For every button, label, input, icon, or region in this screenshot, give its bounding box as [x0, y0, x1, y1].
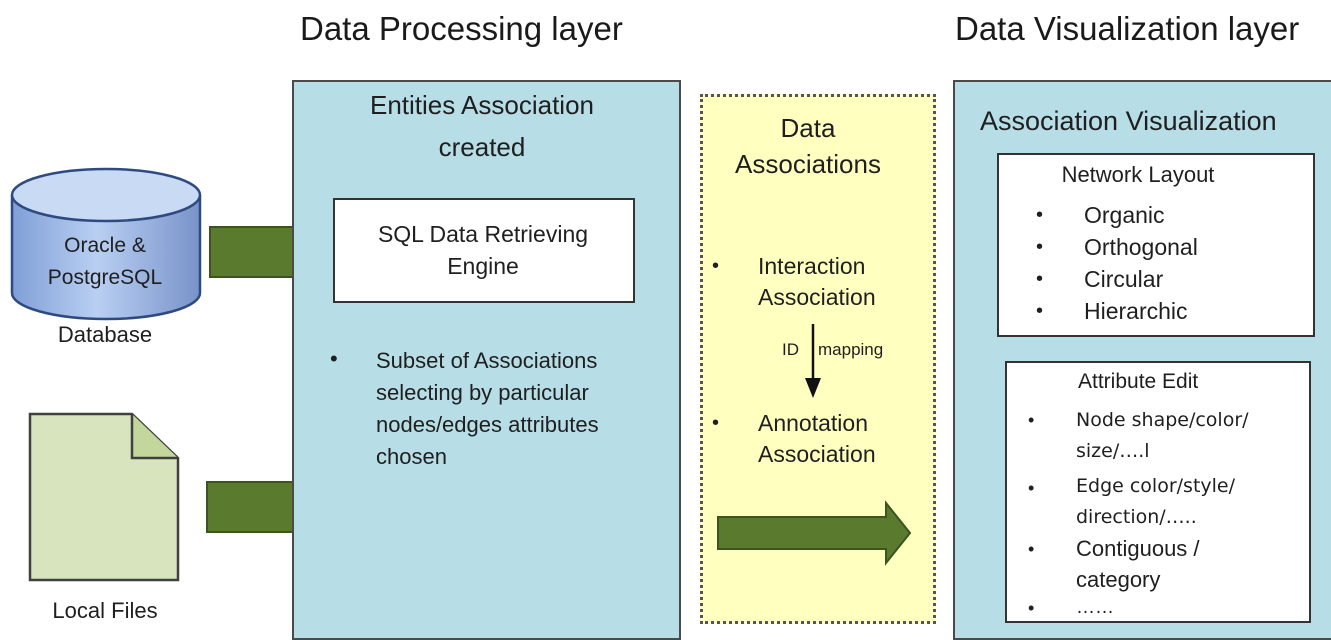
sql-engine-box [333, 198, 635, 303]
bullet-dot: • [1036, 236, 1044, 258]
layout-option: Orthogonal [1084, 234, 1198, 260]
bullet-dot: • [712, 255, 720, 277]
arrow-down-icon [805, 324, 821, 398]
database-label: Oracle & PostgreSQL [47, 234, 163, 289]
list-item: • Hierarchic [1036, 295, 1296, 327]
bullet-dot: • [1028, 539, 1035, 559]
attribute-option: …… [1076, 597, 1114, 618]
database-cylinder-icon [10, 167, 202, 321]
visualization-layer-title: Data Visualization layer [955, 10, 1300, 47]
bullet-dot: • [1036, 204, 1044, 226]
attribute-option: Node shape/color/ size/….l [1076, 409, 1249, 462]
attribute-edit-title: Attribute Edit [1078, 370, 1199, 393]
processing-panel-title: Entities Association created [369, 90, 594, 162]
arrow-right-icon [717, 500, 912, 566]
bullet-dot: • [1028, 598, 1035, 618]
mapping-id-label: ID [782, 340, 799, 359]
processing-panel [292, 80, 681, 640]
attribute-option: Contiguous / category [1076, 536, 1200, 592]
list-item: • Orthogonal [1036, 231, 1296, 263]
bullet-dot: • [1036, 268, 1044, 290]
interaction-association: Interaction Association [758, 253, 876, 310]
sql-engine-label: SQL Data Retrieving Engine [377, 221, 589, 279]
subset-bullet-text: Subset of Associations selecting by part… [376, 348, 599, 469]
local-files-caption: Local Files [52, 598, 158, 623]
associations-panel-title: Data Associations [735, 113, 881, 179]
bullet-dot: • [1028, 478, 1035, 498]
layout-option: Organic [1084, 202, 1165, 228]
bullet-dot: • [1028, 410, 1035, 430]
processing-layer-title: Data Processing layer [300, 10, 623, 47]
mapping-label: mapping [818, 340, 884, 359]
network-layout-title: Network Layout [1061, 162, 1215, 187]
layout-option: Circular [1084, 266, 1164, 292]
network-layout-box [997, 153, 1315, 337]
bullet-dot: • [1036, 300, 1044, 322]
annotation-association: Annotation Association [758, 410, 876, 467]
attribute-option: Edge color/style/ direction/….. [1076, 475, 1236, 528]
document-icon [28, 412, 180, 582]
database-caption: Database [57, 322, 153, 347]
network-layout-list: • Organic • Orthogonal • Circular • Hier… [1036, 199, 1296, 327]
list-item: • Circular [1036, 263, 1296, 295]
bullet-dot: • [712, 412, 720, 434]
list-item: • Organic [1036, 199, 1296, 231]
attribute-edit-box [1005, 361, 1311, 623]
visualization-panel-title: Association Visualization [980, 106, 1277, 136]
layout-option: Hierarchic [1084, 298, 1188, 324]
bullet-dot: • [330, 346, 338, 371]
